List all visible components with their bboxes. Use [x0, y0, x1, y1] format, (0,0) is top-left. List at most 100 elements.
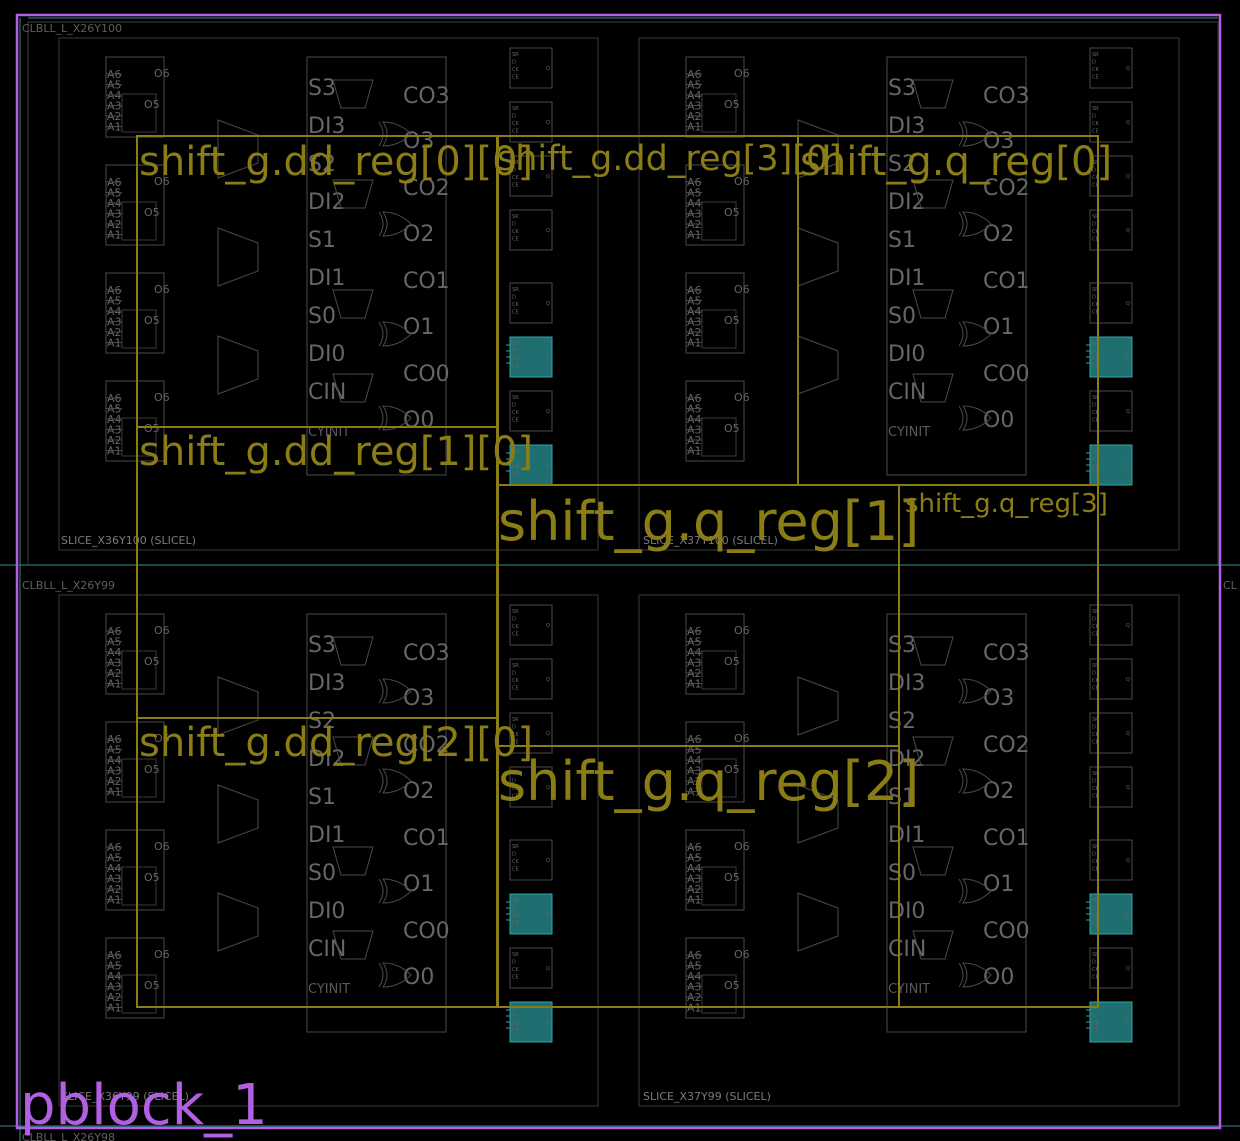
- mux-shape: [797, 676, 839, 736]
- carry-mux-shape: [332, 736, 374, 766]
- carry-mux-shape: [332, 289, 374, 319]
- carry-xor-gate: [958, 211, 992, 237]
- ff-pin-label: SR: [512, 341, 519, 347]
- ff-pin-label: CK: [1092, 121, 1099, 127]
- ff-output-label: Q: [546, 228, 550, 234]
- carry-xor-gate: [378, 962, 412, 988]
- lut-output-label: O5: [144, 871, 160, 884]
- lut-output-label: O6: [154, 840, 170, 853]
- ff-output-label: Q: [1126, 623, 1130, 629]
- ff-pin-label: SR: [1092, 844, 1099, 850]
- ff-pin-label: D: [1092, 906, 1096, 912]
- lut-outline: [105, 380, 165, 462]
- carry-outline: [306, 613, 447, 1033]
- cell-outline[interactable]: [496, 745, 900, 1008]
- carry-mux-shape: [912, 289, 954, 319]
- ff-outline: [1089, 47, 1133, 89]
- ff-pin-label: SR: [512, 717, 519, 723]
- pblock-label[interactable]: pblock_1: [20, 1073, 268, 1138]
- lut-output-label: O6: [734, 732, 750, 745]
- carry-pin-label: DI0: [888, 342, 925, 367]
- ff-pin-label: D: [512, 168, 516, 174]
- ff-outline: [509, 658, 553, 700]
- cell-name-label: shift_g.dd_reg[3][0]: [497, 139, 842, 179]
- carry-cyinit-label: CYINIT: [308, 425, 350, 440]
- ff-output-label: Q: [546, 409, 550, 415]
- carry-chain: S3DI3S2DI2S1DI1S0DI0CINCO3O3CO2O2CO1O1CO…: [886, 56, 1030, 476]
- ff-pin-label: D: [1092, 114, 1096, 120]
- placed-cell[interactable]: shift_g.dd_reg[1][0]: [136, 426, 533, 719]
- placed-cell[interactable]: shift_g.dd_reg[0][0]: [136, 135, 533, 428]
- carry-pin-label: CO0: [403, 362, 450, 387]
- lut-output-label: O6: [154, 624, 170, 637]
- ff-pin-label: D: [1092, 725, 1096, 731]
- mux-shape: [217, 227, 259, 287]
- carry-chain: S3DI3S2DI2S1DI1S0DI0CINCO3O3CO2O2CO1O1CO…: [886, 613, 1030, 1033]
- carry-chain: S3DI3S2DI2S1DI1S0DI0CINCO3O3CO2O2CO1O1CO…: [306, 56, 450, 476]
- slice-site[interactable]: SLICE_X36Y99 (SLICEL)A6A5A4A3A2A1O6O5A6A…: [58, 594, 599, 1107]
- ff-outline: [509, 712, 553, 754]
- ff-outline: [1089, 390, 1133, 432]
- ff-pin-label: CE: [1092, 364, 1099, 370]
- ff-pin-label: CK: [512, 859, 519, 865]
- placed-cell[interactable]: shift_g.dd_reg[2][0]: [136, 717, 533, 1008]
- placed-cell[interactable]: shift_g.q_reg[2]: [496, 745, 919, 1008]
- carry-xor-gate: [378, 211, 412, 237]
- ff-pin-label: CK: [1092, 410, 1099, 416]
- carry-outline: [886, 613, 1027, 1033]
- lut-output-label: O6: [734, 624, 750, 637]
- ff-output-label: Q: [1126, 858, 1130, 864]
- carry-pin-label: DI1: [308, 266, 345, 291]
- ff-pin-label: SR: [1092, 395, 1099, 401]
- cells-layer: shift_g.dd_reg[0][0]shift_g.dd_reg[3][0]…: [136, 135, 1112, 1008]
- mux-shape: [217, 892, 259, 952]
- ff-outline: [509, 47, 553, 89]
- lut-output-label: O5: [724, 422, 740, 435]
- ff-output-label: Q: [546, 731, 550, 737]
- ff-pin-label: CK: [1092, 229, 1099, 235]
- lut-outline: [105, 272, 165, 354]
- placed-cell[interactable]: shift_g.q_reg[0]: [797, 135, 1112, 486]
- carry-pin-label: S3: [888, 76, 916, 101]
- pblock-outline[interactable]: [15, 13, 1222, 1130]
- lut-output-label: O5: [724, 655, 740, 668]
- ff-outline: [509, 101, 553, 143]
- ff-pin-label: CE: [512, 310, 519, 316]
- ff-pin-label: D: [1092, 1014, 1096, 1020]
- ff-outline: [509, 390, 553, 432]
- carry-outline: [306, 56, 447, 476]
- carry-pin-label: S3: [888, 633, 916, 658]
- carry-pin-label: DI0: [308, 342, 345, 367]
- ff-output-label: Q: [1126, 1020, 1130, 1026]
- ff-pin-label: D: [512, 852, 516, 858]
- carry-mux-shape: [912, 636, 954, 666]
- ff-pin-label: CK: [512, 624, 519, 630]
- slice-site[interactable]: SLICE_X37Y99 (SLICEL)A6A5A4A3A2A1O6O5A6A…: [638, 594, 1180, 1107]
- carry-xor-gate: [958, 878, 992, 904]
- ff-pin-label: CK: [1092, 1021, 1099, 1027]
- ff-pin-label: SR: [1092, 663, 1099, 669]
- ff-pin-label: SR: [1092, 1006, 1099, 1012]
- lut-output-label: O5: [724, 763, 740, 776]
- carry-mux-shape: [332, 846, 374, 876]
- ff-pin-label: CE: [512, 418, 519, 424]
- lut-inner: [701, 974, 737, 1014]
- slice-site[interactable]: SLICE_X36Y100 (SLICEL)A6A5A4A3A2A1O6O5A6…: [58, 37, 599, 551]
- ff-output-label: Q: [1126, 731, 1130, 737]
- ff-outline: [1089, 766, 1133, 808]
- lut-outline: [685, 721, 745, 803]
- lut-outline: [105, 613, 165, 695]
- ff-pin-label: D: [1092, 295, 1096, 301]
- carry-pin-label: CO3: [403, 641, 450, 666]
- lut-outline: [685, 829, 745, 911]
- ff-pin-label: D: [1092, 960, 1096, 966]
- lut-output-label: O6: [154, 948, 170, 961]
